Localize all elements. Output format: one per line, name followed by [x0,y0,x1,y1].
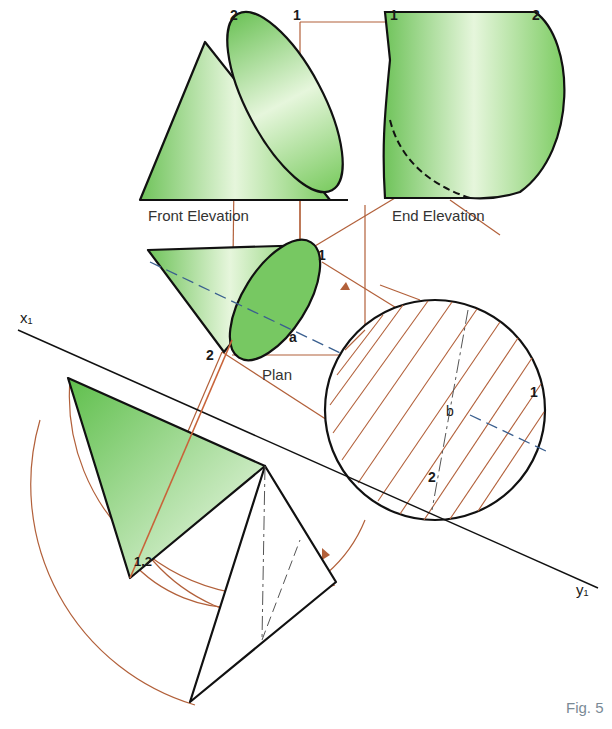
point-number: 1 [530,385,538,399]
view-caption: End Elevation [392,208,485,223]
front-elevation [140,0,365,208]
point-number: 1,2 [134,555,152,568]
point-number: 1 [390,8,398,22]
view-caption: Front Elevation [148,208,249,223]
axis-label: y₁ [576,582,589,597]
end-elevation [384,12,565,198]
point-letter: a [289,330,297,344]
point-number: 2 [532,8,540,22]
point-number: 1 [318,248,326,262]
point-letter: b [446,404,454,418]
true-shape [325,300,548,520]
view-caption: Plan [262,367,292,382]
figure-number: Fig. 5 [566,700,604,715]
auxiliary-view [68,340,336,702]
point-number: 2 [230,8,238,22]
point-number: 2 [206,348,214,362]
axis-label: x₁ [20,310,33,325]
point-number: 1 [293,8,301,22]
point-number: 2 [428,470,436,484]
